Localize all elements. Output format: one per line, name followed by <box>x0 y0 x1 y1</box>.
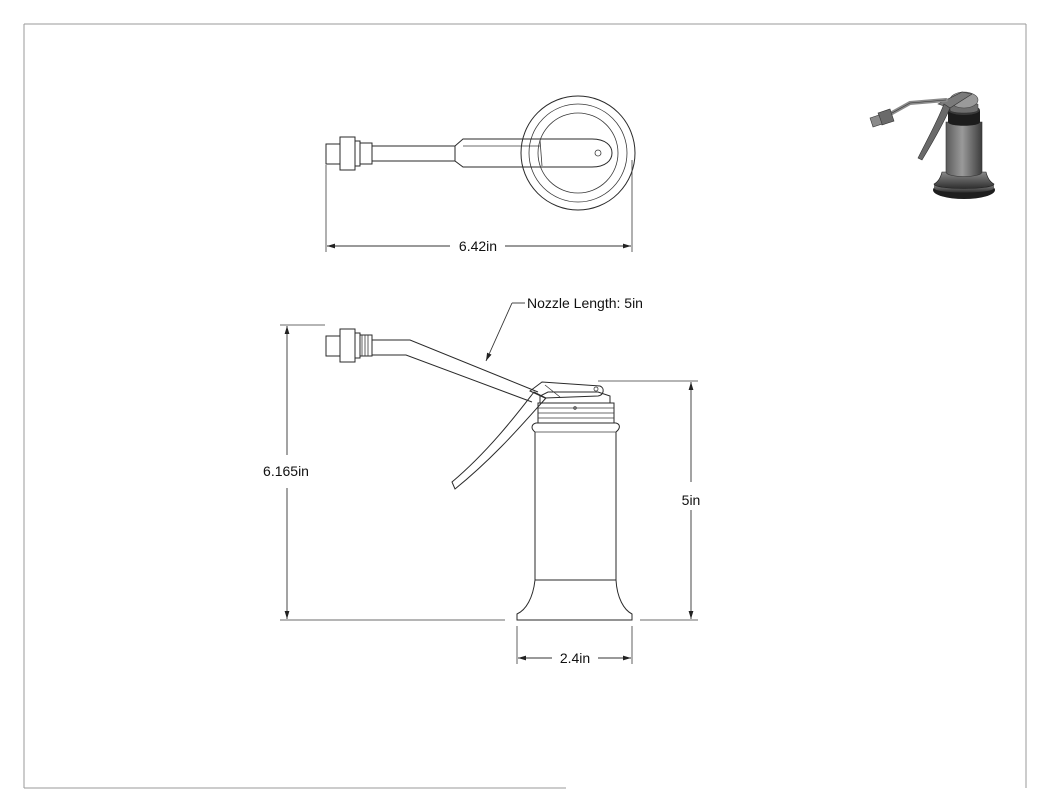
overall-height-dimension <box>280 324 505 621</box>
top-view <box>325 95 636 211</box>
top-width-label: 6.42in <box>459 238 497 254</box>
top-width-dimension <box>325 160 633 252</box>
overall-height-label: 6.165in <box>263 463 309 479</box>
body-height-label: 5in <box>682 492 701 508</box>
nozzle-leader <box>485 302 525 362</box>
nozzle-length-label: Nozzle Length: 5in <box>527 295 643 311</box>
front-view <box>325 328 633 621</box>
sheet-frame <box>23 23 1027 789</box>
base-width-label: 2.4in <box>560 650 590 666</box>
isometric-view <box>869 91 995 199</box>
base-width-dimension <box>516 626 633 664</box>
body-height-dimension <box>598 380 698 621</box>
